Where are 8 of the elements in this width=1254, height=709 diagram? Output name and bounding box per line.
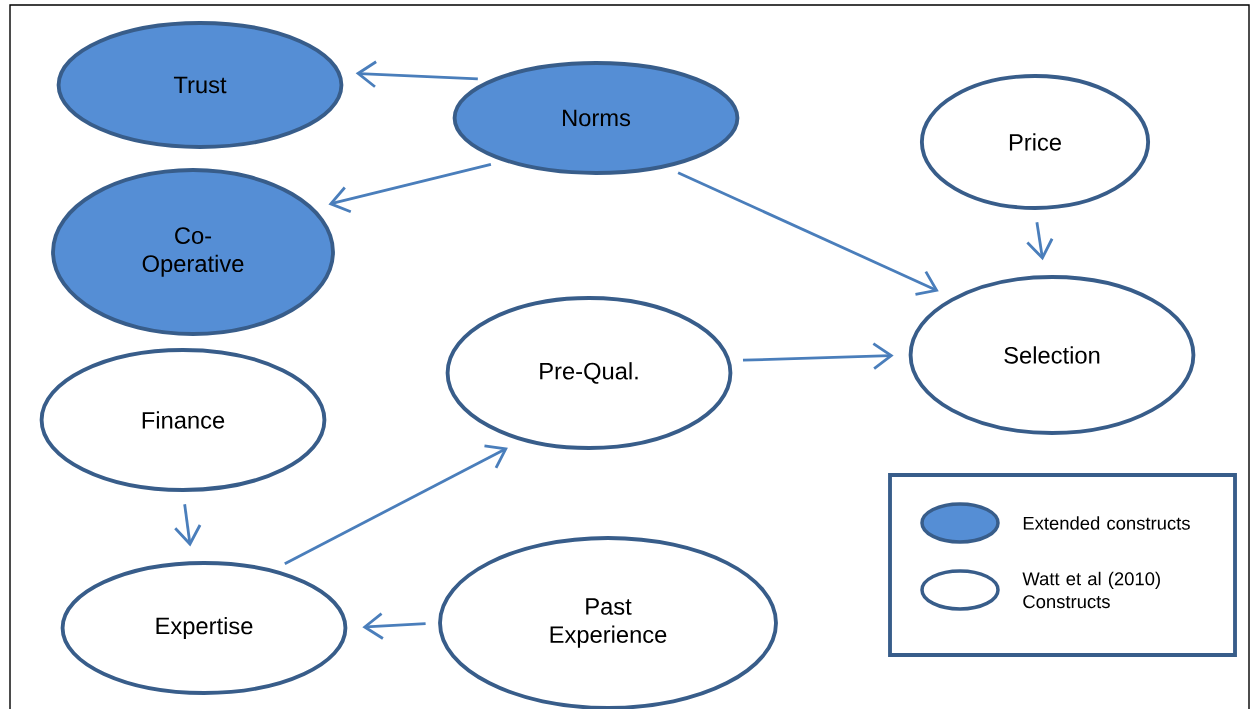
arrow [362,612,426,640]
arrow [328,162,492,214]
arrow [742,342,894,370]
arrow [677,171,939,296]
arrow [284,444,508,565]
legend-text: Watt et al (2010) Constructs [1022,571,1160,609]
legend-text: Extended constructs [1023,516,1190,530]
arrow [355,60,478,88]
